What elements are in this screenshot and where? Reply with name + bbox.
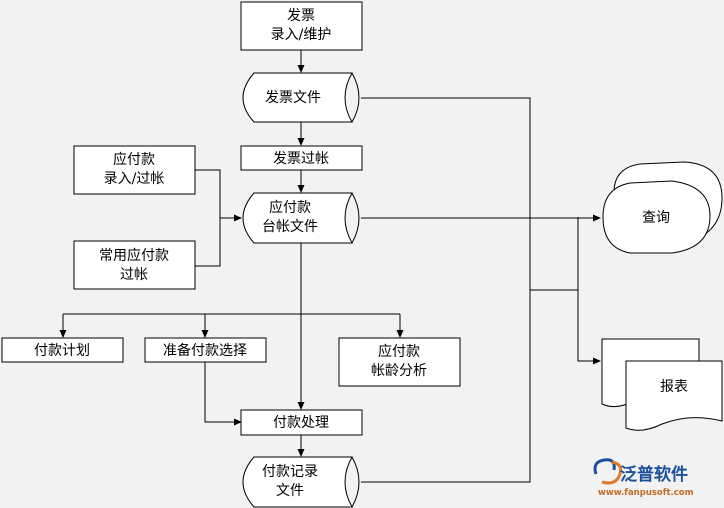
invoice-file-store: 发票文件 xyxy=(242,72,360,123)
payment-plan-box: 付款计划 xyxy=(1,337,124,363)
prepare-payment-label: 准备付款选择 xyxy=(163,342,247,359)
payment-plan-label: 付款计划 xyxy=(34,343,90,359)
aging-analysis-box: 应付款 帐龄分析 xyxy=(338,337,461,387)
ap-ledger-line1: 应付款 xyxy=(269,199,311,216)
payment-record-store: 付款记录 文件 xyxy=(242,456,360,508)
logo-url: www.fanpusoft.com xyxy=(598,488,694,498)
invoice-posting-box: 发票过帐 xyxy=(240,145,363,171)
ap-entry-line2: 录入/过帐 xyxy=(104,171,165,187)
ap-entry-box: 应付款 录入/过帐 xyxy=(73,145,196,195)
common-ap-line2: 过帐 xyxy=(120,267,148,283)
invoice-entry-line1: 发票 xyxy=(287,8,315,24)
fanpusoft-logo: 泛普软件 www.fanpusoft.com xyxy=(593,458,694,498)
report-document: 报表 xyxy=(601,338,723,431)
logo-name: 泛普软件 xyxy=(620,464,688,485)
query-display: 查询 xyxy=(602,161,723,254)
logo-mark-icon xyxy=(593,458,623,485)
payment-process-box: 付款处理 xyxy=(240,409,363,436)
common-ap-box: 常用应付款 过帐 xyxy=(73,240,196,290)
invoice-entry-line2: 录入/维护 xyxy=(271,27,332,43)
common-ap-line1: 常用应付款 xyxy=(99,247,169,264)
query-label: 查询 xyxy=(642,210,670,226)
payment-process-label: 付款处理 xyxy=(273,415,329,431)
ap-entry-line1: 应付款 xyxy=(113,151,155,168)
prepare-payment-box: 准备付款选择 xyxy=(144,337,267,363)
invoice-posting-label: 发票过帐 xyxy=(273,151,329,167)
ap-ledger-line2: 台帐文件 xyxy=(262,219,318,235)
connectors xyxy=(59,50,601,483)
invoice-entry-box: 发票 录入/维护 xyxy=(240,1,363,51)
report-label: 报表 xyxy=(660,379,688,395)
ap-ledger-store: 应付款 台帐文件 xyxy=(242,192,360,244)
aging-analysis-line2: 帐龄分析 xyxy=(371,363,427,379)
payment-record-line2: 文件 xyxy=(276,483,304,499)
payment-record-line1: 付款记录 xyxy=(262,464,318,480)
aging-analysis-line1: 应付款 xyxy=(378,343,420,360)
invoice-file-label: 发票文件 xyxy=(265,90,321,106)
